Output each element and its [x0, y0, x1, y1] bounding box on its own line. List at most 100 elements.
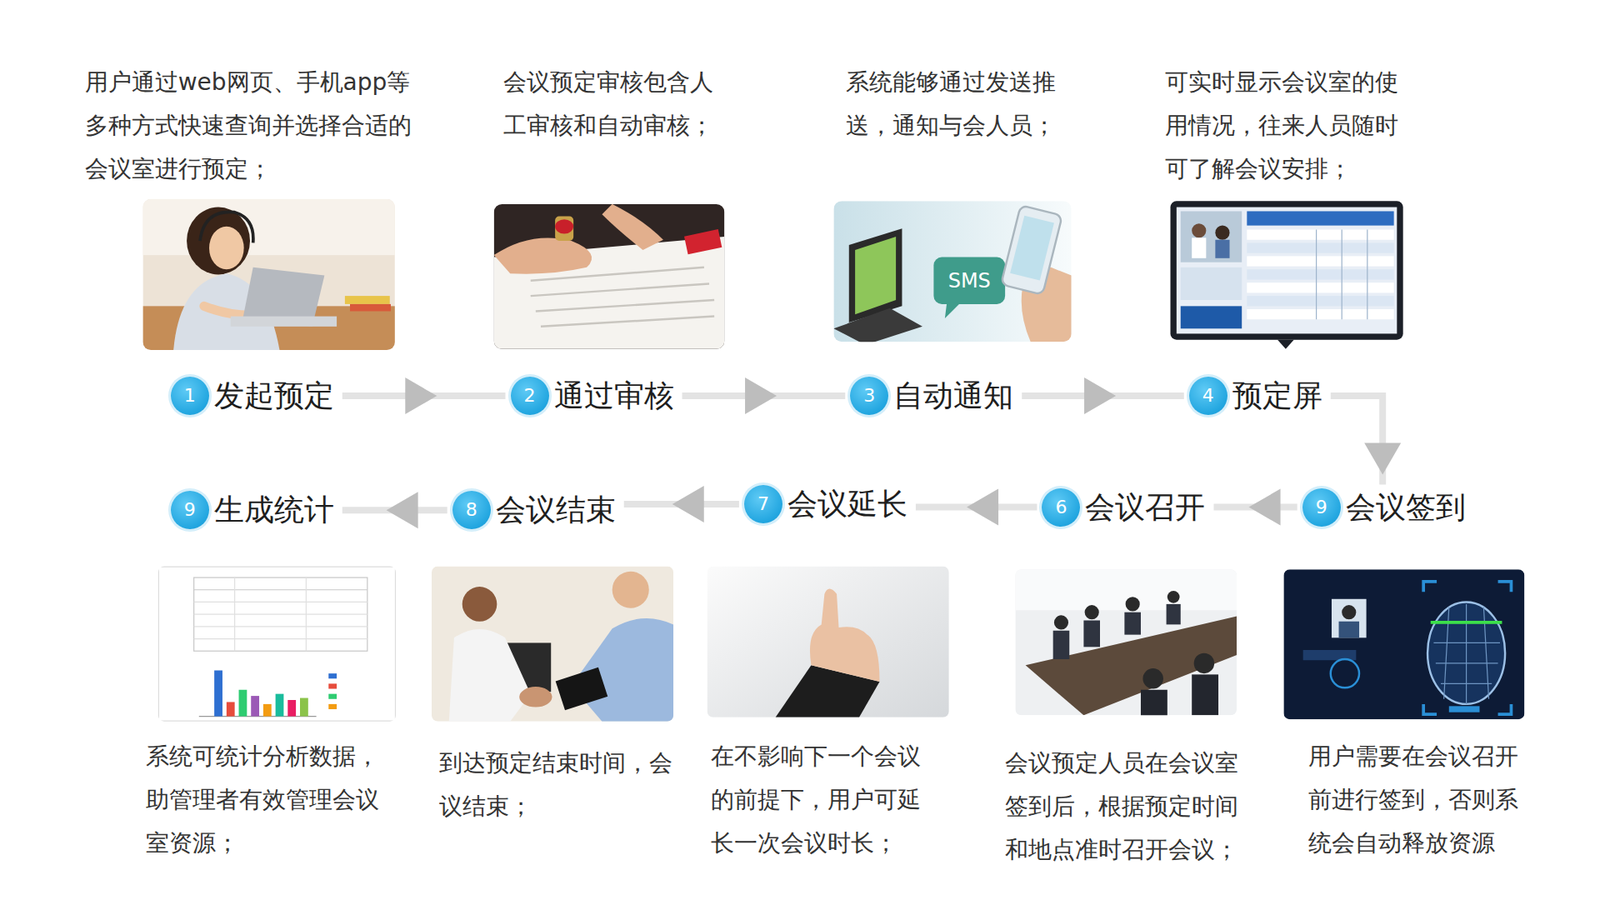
- illustration-part: [230, 316, 337, 327]
- illustration-part: [707, 566, 950, 718]
- illustration-part: [1341, 605, 1356, 620]
- illustration-part: [1140, 690, 1168, 716]
- photo-online-booking: [142, 199, 395, 350]
- photo-meeting-room: [1015, 569, 1237, 715]
- step-description: 系统可统计分析数据，助管理者有效管理会议室资源；: [145, 735, 401, 865]
- illustration-part: [1215, 240, 1230, 259]
- arrow-head: [672, 485, 705, 523]
- illustration-part: [1191, 674, 1219, 715]
- illustration-part: [555, 216, 574, 241]
- illustration-part: [194, 614, 368, 615]
- illustration-part: [239, 690, 248, 717]
- illustration-part: [1283, 569, 1525, 720]
- process-step: 生成统计系统可统计分析数据，助管理者有效管理会议室资源；9: [170, 490, 338, 530]
- step-description: 用户通过web网页、手机app等多种方式快速查询并选择合适的会议室进行预定；: [85, 60, 414, 191]
- illustration-part: [1124, 612, 1141, 635]
- step-number-circle: 1: [170, 376, 210, 415]
- illustration-part: [540, 316, 715, 327]
- illustration-part: [449, 629, 531, 722]
- illustration-part: [1053, 630, 1070, 660]
- illustration-part: [1341, 230, 1343, 320]
- flow-arrow: [915, 489, 1038, 526]
- illustration-part: [431, 566, 674, 722]
- flow-arrow: [342, 491, 448, 529]
- step-title: 预定屏: [1232, 376, 1323, 415]
- flow-arrow: [624, 485, 740, 523]
- illustration-part: [1331, 599, 1367, 639]
- illustration-part: [328, 704, 337, 710]
- illustration-part: [535, 300, 715, 311]
- illustration-part: [305, 577, 307, 651]
- process-step: 会议召开会议预定人员在会议室签到后，根据预定时间和地点准时召开会议；6: [1041, 488, 1209, 527]
- step-number: 7: [744, 485, 783, 524]
- illustration-part: [1315, 230, 1317, 320]
- illustration-part: [1010, 215, 1055, 281]
- illustration-part: [555, 219, 574, 234]
- picture-label: SMS: [948, 269, 991, 293]
- photo-sms-notify: [833, 200, 1071, 342]
- illustration-part: [1277, 340, 1295, 350]
- arrow-head: [1249, 489, 1281, 526]
- photo-booking-screen: [1170, 200, 1403, 350]
- step-number: 6: [1041, 488, 1080, 527]
- photo-face-signin: [1283, 569, 1525, 720]
- step-title: 生成统计: [214, 490, 335, 530]
- illustration-part: [194, 577, 368, 651]
- illustration-part: [194, 589, 368, 590]
- process-step: 会议签到用户需要在会议召开前进行签到，否则系统会自动释放资源9: [1302, 488, 1470, 527]
- illustration-part: [1167, 590, 1180, 604]
- step-number-circle: 8: [452, 490, 491, 530]
- illustration-part: [1449, 705, 1480, 712]
- illustration-part: [300, 698, 309, 717]
- illustration-part: [263, 704, 272, 717]
- illustration-part: [345, 295, 390, 305]
- photo-pointing-hand: [707, 566, 950, 718]
- step-number-circle: 2: [510, 376, 550, 415]
- illustration-part: [1085, 605, 1100, 620]
- illustration-part: [142, 199, 395, 255]
- illustration-part: [1330, 659, 1360, 688]
- illustration-part: [494, 237, 593, 274]
- illustration-part: [194, 625, 368, 627]
- illustration-part: [1125, 596, 1140, 611]
- illustration-part: [1246, 255, 1394, 266]
- step-title: 通过审核: [554, 376, 675, 415]
- flow-arrow: [342, 377, 506, 415]
- process-step: 预定屏可实时显示会议室的使用情况，往来人员随时可了解会议安排；4: [1189, 376, 1326, 415]
- step-title: 会议召开: [1085, 488, 1205, 527]
- illustration-part: [555, 667, 609, 711]
- process-step: 会议延长在不影响下一个会议的前提下，用户可延长一次会议时长；7: [744, 485, 911, 524]
- illustration-part: [1430, 620, 1503, 625]
- illustration-part: [1180, 210, 1242, 262]
- step-description: 到达预定结束时间，会议结束；: [439, 741, 695, 829]
- illustration-part: [684, 229, 722, 255]
- illustration-part: [214, 670, 223, 716]
- illustration-part: [810, 589, 880, 682]
- step-number-circle: 3: [850, 376, 889, 415]
- illustration-part: [1366, 230, 1368, 320]
- illustration-part: [194, 638, 368, 640]
- arrow-head: [1084, 377, 1116, 415]
- illustration-part: [142, 199, 395, 350]
- illustration-part: [226, 701, 235, 716]
- step-description: 会议预定审核包含人工审核和自动审核；: [503, 60, 735, 148]
- illustration-part: [1142, 668, 1163, 689]
- illustration-part: [200, 211, 254, 243]
- illustration-part: [1194, 653, 1215, 674]
- step-description: 用户需要在会议召开前进行签到，否则系统会自动释放资源: [1308, 735, 1541, 865]
- arrow-head: [1364, 443, 1401, 475]
- illustration-part: [519, 686, 552, 707]
- step-description: 系统能够通过发送推送，通知与会人员；: [845, 60, 1077, 148]
- illustration-part: [186, 207, 250, 275]
- illustration-part: [250, 695, 260, 716]
- illustration-part: [1170, 200, 1403, 340]
- illustration-part: [158, 566, 396, 722]
- step-number-circle: 9: [1302, 488, 1341, 527]
- arrow-head: [745, 377, 777, 415]
- illustration-part: [1215, 225, 1230, 240]
- illustration-part: [494, 204, 725, 350]
- step-number: 2: [510, 376, 550, 415]
- process-step: 自动通知系统能够通过发送推送，通知与会人员；3: [850, 376, 1017, 415]
- step-number-circle: 6: [1041, 488, 1080, 527]
